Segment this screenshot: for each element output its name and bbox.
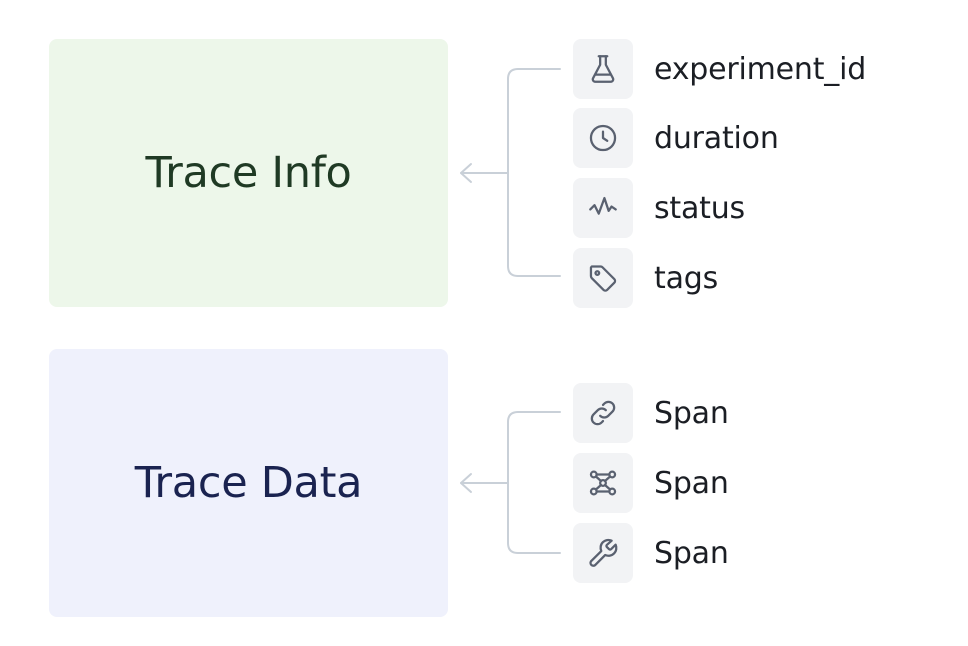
- link-icon: [573, 383, 633, 443]
- data-arrow-head: [460, 473, 472, 493]
- field-label: experiment_id: [654, 51, 867, 87]
- span-label: Span: [654, 535, 729, 571]
- network-icon: [573, 453, 633, 513]
- span-item: Span: [573, 523, 729, 583]
- span-label: Span: [654, 465, 729, 501]
- trace-info-title: Trace Info: [145, 148, 352, 198]
- span-label: Span: [654, 395, 729, 431]
- wrench-icon: [573, 523, 633, 583]
- field-tags: tags: [573, 248, 718, 308]
- trace-data-box: Trace Data: [49, 349, 448, 617]
- field-label: status: [654, 190, 745, 226]
- field-experiment-id: experiment_id: [573, 39, 866, 99]
- field-duration: duration: [573, 108, 779, 168]
- info-bracket: [507, 68, 561, 277]
- tag-icon: [573, 248, 633, 308]
- span-item: Span: [573, 453, 729, 513]
- clock-icon: [573, 108, 633, 168]
- field-label: duration: [654, 120, 779, 156]
- info-arrow-head: [460, 163, 472, 183]
- span-item: Span: [573, 383, 729, 443]
- trace-data-title: Trace Data: [134, 458, 363, 508]
- field-status: status: [573, 178, 745, 238]
- activity-icon: [573, 178, 633, 238]
- trace-info-box: Trace Info: [49, 39, 448, 307]
- field-label: tags: [654, 260, 719, 296]
- flask-icon: [573, 39, 633, 99]
- data-bracket: [507, 411, 561, 554]
